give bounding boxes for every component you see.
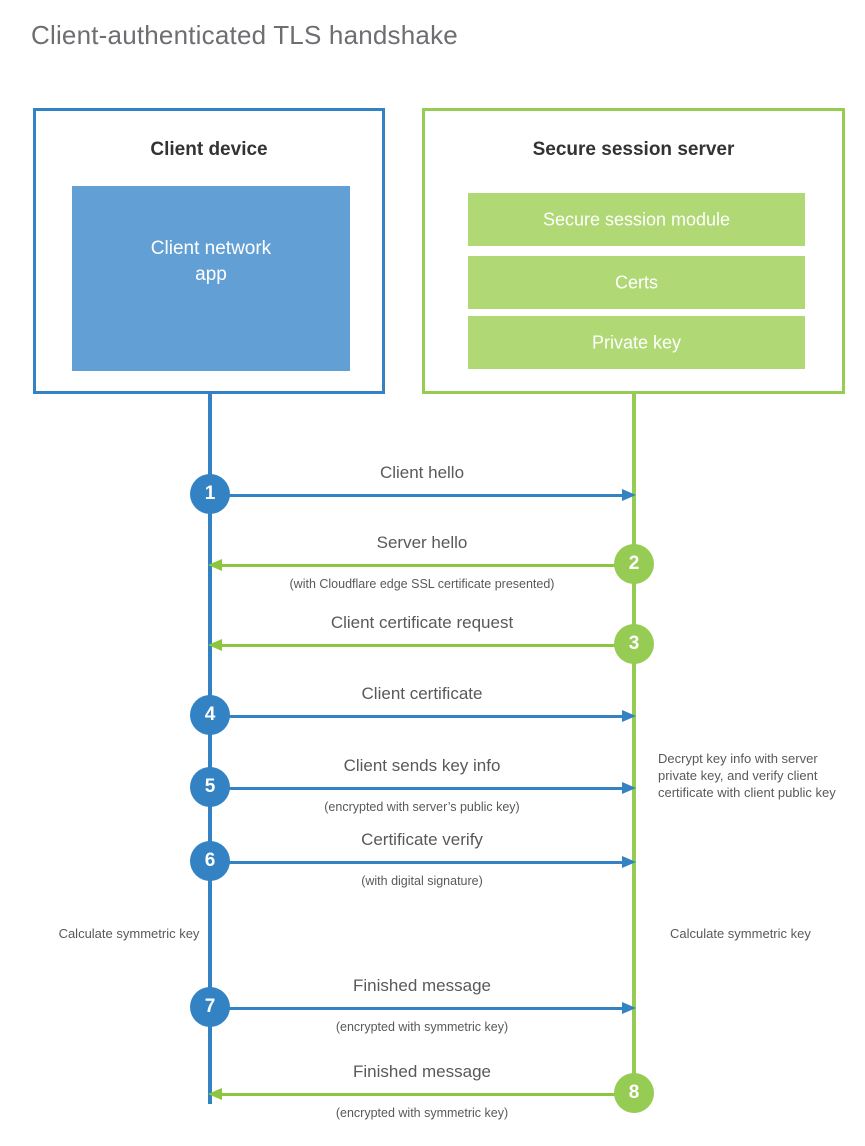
arrow-head-icon <box>622 489 636 501</box>
message-label: Client certificate <box>361 684 483 703</box>
arrow-head-icon <box>622 710 636 722</box>
arrow-line <box>210 861 624 864</box>
message-label: Finished message <box>353 1062 491 1081</box>
message-label: Client sends key info <box>343 756 501 775</box>
message-sublabel: (encrypted with symmetric key) <box>335 1020 509 1034</box>
message-sublabel: (with Cloudflare edge SSL certificate pr… <box>289 577 555 591</box>
server-bar-certs: Certs <box>468 256 805 309</box>
secure-session-server-title: Secure session server <box>532 139 735 160</box>
message-label: Client certificate request <box>330 613 514 632</box>
server-bar-label: Private key <box>591 332 682 352</box>
arrow-head-icon <box>208 559 222 571</box>
message-label: Certificate verify <box>361 830 483 849</box>
client-lifeline <box>208 394 212 1104</box>
message-sublabel: (encrypted with symmetric key) <box>335 1106 509 1120</box>
step-circle-2[interactable]: 2 <box>614 544 654 584</box>
step-circle-5[interactable]: 5 <box>190 767 230 807</box>
step-circle-7[interactable]: 7 <box>190 987 230 1027</box>
page-title: Client-authenticated TLS handshake <box>31 20 458 50</box>
server-bar-secure-session-module: Secure session module <box>468 193 805 246</box>
arrow-line <box>220 564 634 567</box>
client-device-title: Client device <box>150 139 268 160</box>
arrow-head-icon <box>622 782 636 794</box>
step-circle-6[interactable]: 6 <box>190 841 230 881</box>
message-label: Server hello <box>376 533 468 552</box>
client-app-label-line1: Client network <box>150 238 272 259</box>
message-sublabel: (encrypted with server’s public key) <box>324 800 520 814</box>
step-circle-8[interactable]: 8 <box>614 1073 654 1113</box>
arrow-line <box>210 1007 624 1010</box>
arrow-line <box>220 644 634 647</box>
step-circle-4[interactable]: 4 <box>190 695 230 735</box>
message-sublabel: (with digital signature) <box>361 874 483 888</box>
arrow-line <box>210 715 624 718</box>
arrow-head-icon <box>622 856 636 868</box>
server-lifeline <box>632 394 636 1094</box>
arrow-head-icon <box>208 639 222 651</box>
note-server-decrypt: Decrypt key info with server private key… <box>658 751 836 800</box>
arrow-line <box>210 494 624 497</box>
step-circle-3[interactable]: 3 <box>614 624 654 664</box>
note-server-calculate-symmetric-key: Calculate symmetric key <box>670 926 811 941</box>
server-bar-label: Certs <box>614 272 658 292</box>
arrow-head-icon <box>208 1088 222 1100</box>
server-bar-private-key: Private key <box>468 316 805 369</box>
note-client-calculate-symmetric-key: Calculate symmetric key <box>58 926 200 941</box>
arrow-line <box>220 1093 634 1096</box>
client-device-box: Client device Client network app <box>33 108 385 394</box>
server-bar-label: Secure session module <box>542 209 731 229</box>
arrow-head-icon <box>622 1002 636 1014</box>
client-network-app-label: Client network app <box>72 236 350 288</box>
client-network-app-box: Client network app <box>72 186 350 371</box>
message-label: Finished message <box>353 976 491 995</box>
arrow-line <box>210 787 624 790</box>
step-circle-1[interactable]: 1 <box>190 474 230 514</box>
client-app-label-line2: app <box>195 264 227 285</box>
secure-session-server-box: Secure session server Secure session mod… <box>422 108 845 394</box>
message-label: Client hello <box>379 463 465 482</box>
